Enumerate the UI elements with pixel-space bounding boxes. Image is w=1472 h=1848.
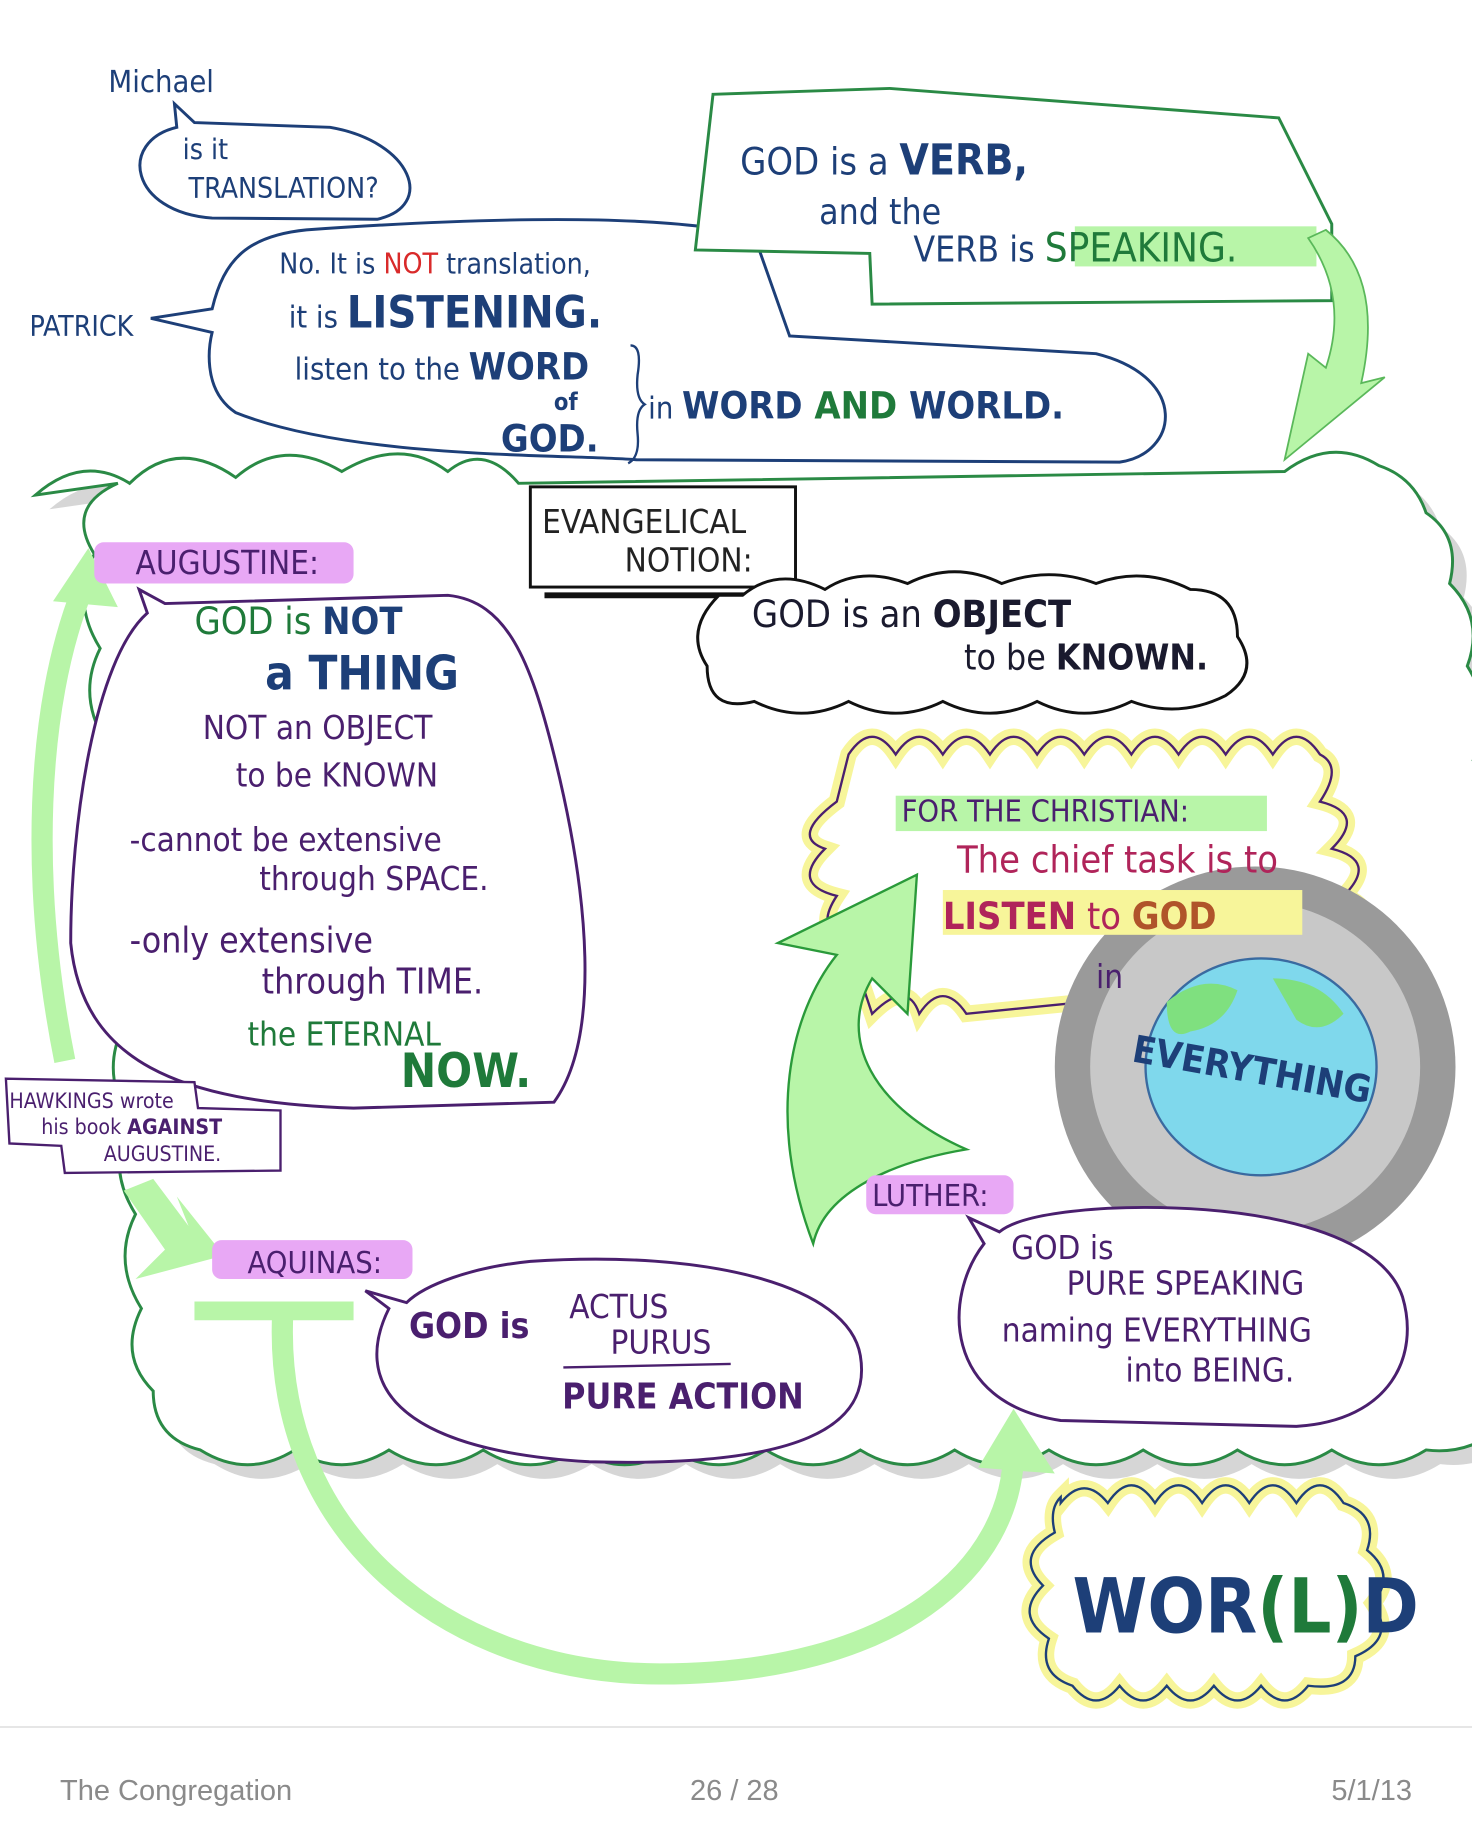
- michael-question-2: TRANSLATION?: [188, 172, 379, 205]
- evangelical-label-2: NOTION:: [625, 541, 753, 580]
- michael-speech-bubble: [138, 99, 412, 221]
- green-arrow-down: [1283, 228, 1386, 463]
- augustine-line-7: -only extensive: [130, 920, 373, 961]
- christian-label: FOR THE CHRISTIAN:: [902, 795, 1189, 830]
- augustine-line-3: NOT an OBJECT: [203, 708, 434, 747]
- michael-question-1: is it: [183, 133, 228, 166]
- world-starburst-outline: [1028, 1484, 1385, 1702]
- green-arrowhead-luther: [978, 1408, 1055, 1474]
- aquinas-pure-action: PURE ACTION: [562, 1377, 804, 1418]
- augustine-line-1: GOD is NOT: [194, 599, 402, 643]
- aquinas-speech-bubble: [364, 1257, 863, 1464]
- green-arrow-to-aquinas: [123, 1178, 224, 1280]
- christian-label-highlight: [895, 795, 1267, 832]
- augustine-speech-bubble: [69, 586, 587, 1110]
- luther-line-3: naming EVERYTHING: [1002, 1311, 1312, 1350]
- globe-land: [1166, 978, 1344, 1035]
- patrick-speech-bubble: [150, 218, 1167, 464]
- green-arrow-up-left: [31, 585, 93, 1064]
- hawkings-line-1: HAWKINGS wrote: [9, 1089, 173, 1114]
- augustine-label: AUGUSTINE:: [136, 543, 319, 582]
- speaker-patrick: PATRICK: [29, 310, 134, 343]
- verb-box: [693, 86, 1334, 306]
- augustine-highlight: [94, 542, 354, 584]
- aquinas-highlight: [212, 1240, 413, 1280]
- luther-line-1: GOD is: [1011, 1228, 1113, 1267]
- aquinas-underline: [563, 1362, 731, 1369]
- speaker-michael: Michael: [108, 65, 214, 100]
- augustine-line-8: through TIME.: [262, 962, 483, 1003]
- christian-starburst-outline: [808, 735, 1366, 1017]
- luther-speech-bubble: [957, 1205, 1409, 1428]
- brace: [627, 344, 647, 465]
- evangelical-label-1: EVANGELICAL: [542, 502, 747, 541]
- aquinas-actus: ACTUS: [569, 1287, 668, 1326]
- word-and-world: in WORD AND WORLD.: [648, 383, 1064, 427]
- augustine-line-6: through SPACE.: [259, 859, 488, 898]
- christian-line-3: in: [1096, 957, 1123, 996]
- hawkings-line-2: his book AGAINST: [41, 1115, 222, 1140]
- hawkings-line-3: AUGUSTINE.: [104, 1142, 222, 1167]
- hawkings-box: [4, 1077, 282, 1175]
- christian-line-2: LISTEN to GOD: [943, 894, 1217, 938]
- augustine-line-5: -cannot be extensive: [130, 820, 442, 859]
- luther-line-2: PURE SPEAKING: [1067, 1263, 1305, 1302]
- luther-highlight: [866, 1175, 1014, 1215]
- speaking-highlight: [1074, 226, 1317, 267]
- object-cloud: [696, 570, 1249, 715]
- slide-footer: The Congregation 26 / 28 5/1/13: [0, 1726, 1472, 1848]
- patrick-line-5: GOD.: [501, 416, 599, 460]
- patrick-line-1: No. It is NOT translation,: [279, 247, 591, 280]
- aquinas-label: AQUINAS:: [247, 1246, 381, 1281]
- patrick-line-2: it is LISTENING.: [289, 286, 602, 339]
- aquinas-purus: PURUS: [610, 1322, 711, 1361]
- sketchnote-illustration: Michael is it TRANSLATION? PATRICK No. I…: [4, 65, 1472, 1709]
- object-line-1: GOD is an OBJECT: [752, 592, 1071, 636]
- augustine-line-10: NOW.: [401, 1044, 532, 1099]
- presentation-title: The Congregation: [60, 1775, 293, 1807]
- page-number: 26 / 28: [690, 1775, 779, 1807]
- augustine-line-4: to be KNOWN: [236, 755, 438, 794]
- verb-line-1: GOD is a VERB,: [740, 136, 1028, 185]
- patrick-line-3: listen to the WORD: [295, 345, 590, 389]
- verb-line-3: VERB is SPEAKING.: [913, 226, 1237, 272]
- luther-line-4: into BEING.: [1126, 1351, 1295, 1390]
- green-big-arrow: [774, 872, 971, 1248]
- luther-label: LUTHER:: [872, 1179, 988, 1214]
- listen-highlight: [942, 890, 1303, 935]
- slide-date: 5/1/13: [1331, 1775, 1412, 1807]
- green-arrowhead-up-left: [53, 548, 118, 608]
- evangelical-notion-box: [528, 485, 797, 589]
- aquinas-god-is: GOD is: [409, 1306, 529, 1347]
- augustine-line-2: a THING: [265, 647, 459, 702]
- object-line-2: to be KNOWN.: [964, 638, 1208, 679]
- christian-line-1: The chief task is to: [956, 837, 1278, 881]
- verb-line-2: and the: [819, 192, 941, 233]
- green-curve-aquinas-to-luther: [271, 1310, 1025, 1685]
- patrick-line-4: of: [554, 388, 579, 416]
- world-label: WOR(L)D: [1072, 1563, 1418, 1651]
- augustine-line-9: the ETERNAL: [247, 1015, 441, 1054]
